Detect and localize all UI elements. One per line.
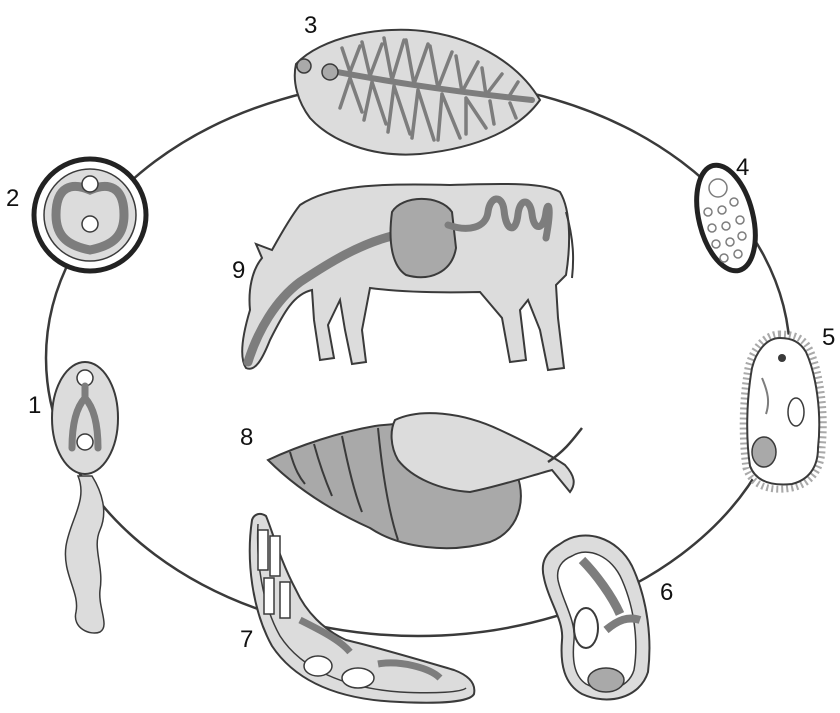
life-cycle-ring [46, 80, 790, 636]
stage-label-9: 9 [232, 257, 245, 284]
cercaria-icon [52, 362, 118, 633]
metacercaria-icon [34, 159, 146, 271]
stage-label-7: 7 [240, 626, 253, 653]
stage-label-8: 8 [240, 424, 253, 451]
sporocyst-icon [543, 535, 650, 699]
adult-fluke-icon [295, 30, 540, 155]
cow-icon [242, 184, 573, 370]
stage-label-4: 4 [736, 154, 749, 181]
egg-icon [687, 159, 766, 277]
stage-label-2: 2 [6, 185, 19, 212]
stage-label-1: 1 [28, 392, 41, 419]
snail-icon [268, 413, 582, 548]
miracidium-icon [743, 334, 823, 489]
stage-label-5: 5 [822, 324, 835, 351]
stage-label-3: 3 [304, 12, 317, 39]
stage-label-6: 6 [660, 579, 673, 606]
oral-sucker-icon [297, 59, 311, 73]
